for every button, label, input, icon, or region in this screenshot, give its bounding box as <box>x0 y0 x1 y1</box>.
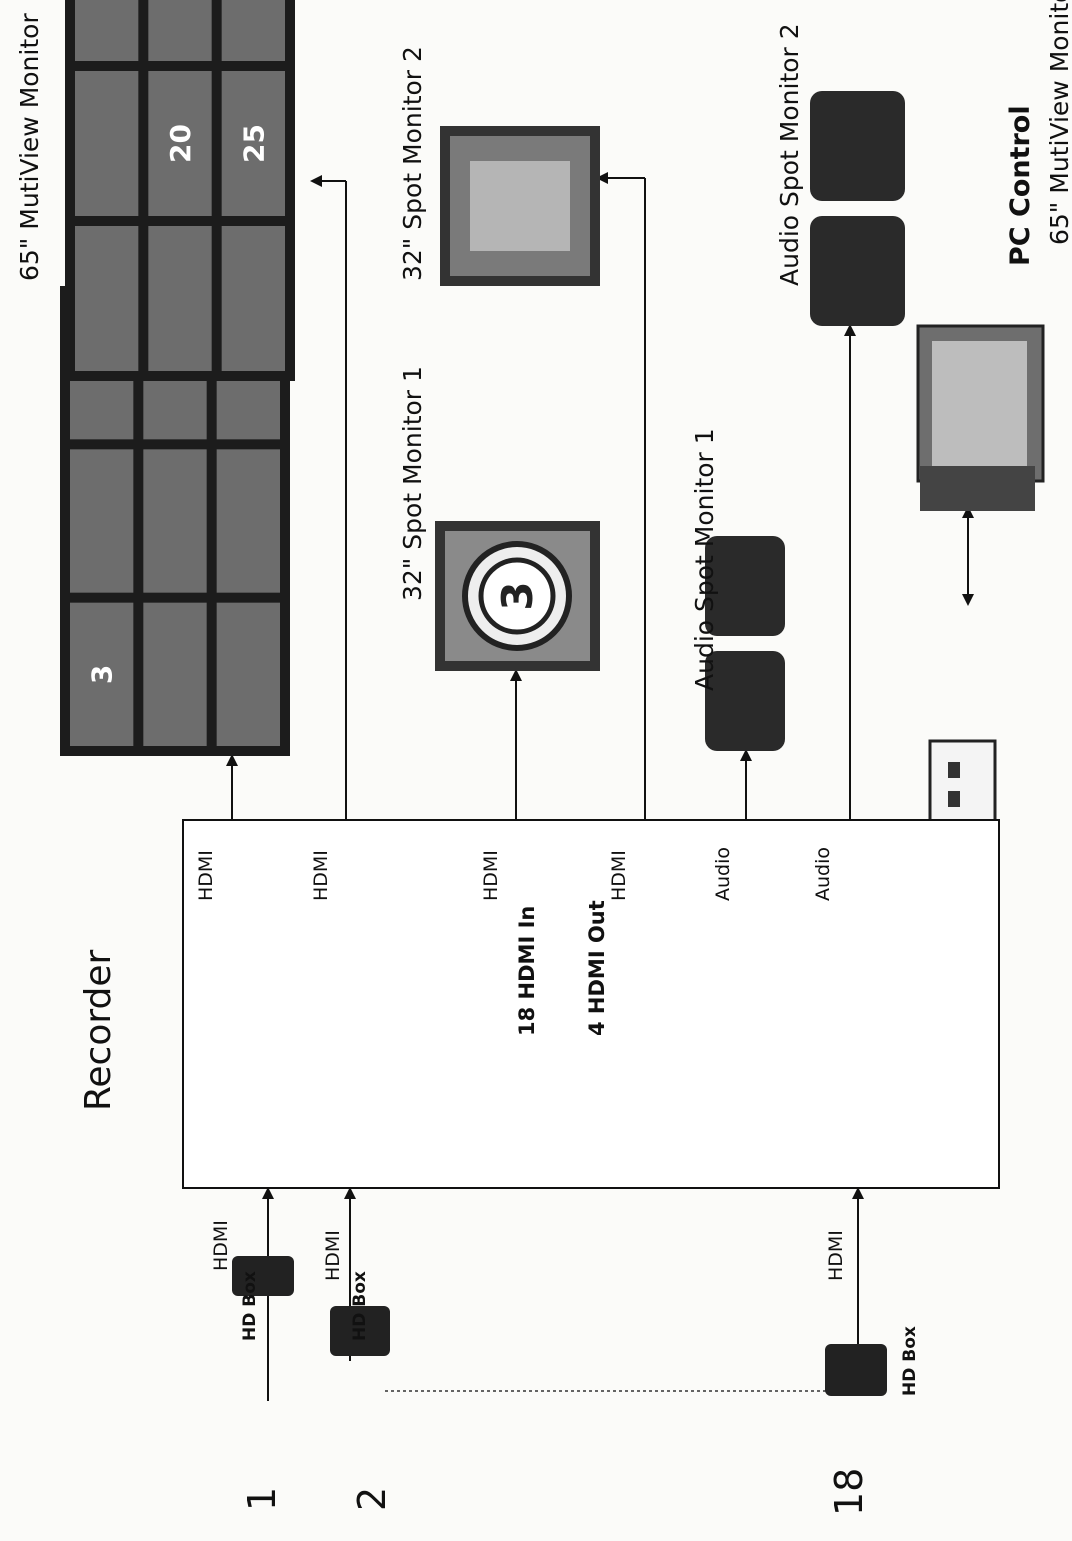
channel-tile <box>216 449 281 593</box>
pc-base <box>920 466 1035 511</box>
channel-tile <box>148 0 212 61</box>
spot-monitor-1-logo-text: 3 <box>493 581 542 610</box>
channel-tile-label: 3 <box>86 665 119 684</box>
pc-control-label: PC Control <box>1005 105 1036 266</box>
channel-tile <box>148 71 212 216</box>
channel-tile <box>75 226 139 371</box>
channel-tile <box>143 602 207 746</box>
input-number-18: 18 <box>827 1467 871 1516</box>
switch-port <box>948 762 960 778</box>
recorder-title: Recorder <box>78 949 119 1111</box>
audio-monitor-2-speaker-b <box>810 91 905 201</box>
channel-tile-label: 25 <box>237 124 270 163</box>
audio-monitor-1-speaker-a <box>705 651 785 751</box>
channel-tile <box>75 0 139 61</box>
spot-monitor-1-title: 32" Spot Monitor 1 <box>398 366 427 601</box>
input-number-1: 1 <box>240 1486 284 1511</box>
hd-box-2 <box>330 1306 390 1356</box>
output-4-connection: HDMI <box>608 850 630 901</box>
input-2-connection: HDMI <box>322 1230 344 1281</box>
recorder-outputs-label: 4 HDMI Out <box>585 900 609 1036</box>
channel-tile-label: 20 <box>164 124 197 163</box>
spot-monitor-2-title: 32" Spot Monitor 2 <box>398 46 427 281</box>
recorder-inputs-label: 18 HDMI In <box>515 905 539 1036</box>
channel-tile <box>143 449 207 593</box>
output-6-connection: Audio <box>812 846 834 901</box>
audio-monitor-2-speaker-a <box>810 216 905 326</box>
channel-tile <box>221 71 286 216</box>
hd-box-18-label: HD Box <box>900 1326 920 1396</box>
audio-monitor-1-title: Audio Spot Monitor 1 <box>690 428 719 691</box>
hd-box-2-label: HD Box <box>350 1271 370 1341</box>
channel-tile <box>221 226 286 371</box>
channel-tile <box>216 602 281 746</box>
hd-box-1 <box>232 1256 294 1296</box>
audio-monitor-1-speaker-b <box>705 536 785 636</box>
output-5-connection: Audio <box>712 846 734 901</box>
output-3-connection: HDMI <box>480 850 502 901</box>
input-1-connection: HDMI <box>210 1220 232 1271</box>
input-18-connection: HDMI <box>825 1230 847 1281</box>
channel-tile <box>148 226 212 371</box>
multiview-monitor-1-title: 65" MutiView Monitor <box>15 13 44 281</box>
multiview-monitor-2-title: 65" MutiView Monitor <box>1045 0 1072 245</box>
output-1-connection: HDMI <box>195 850 217 901</box>
channel-tile <box>70 602 134 746</box>
switch-port <box>948 791 960 807</box>
input-number-2: 2 <box>350 1486 394 1511</box>
channel-tile <box>70 449 134 593</box>
audio-monitor-2-title: Audio Spot Monitor 2 <box>775 23 804 286</box>
output-2-connection: HDMI <box>310 850 332 901</box>
hd-box-1-label: HD Box <box>240 1271 260 1341</box>
hd-box-18 <box>825 1344 887 1396</box>
channel-tile <box>221 0 286 61</box>
channel-tile <box>75 71 139 216</box>
